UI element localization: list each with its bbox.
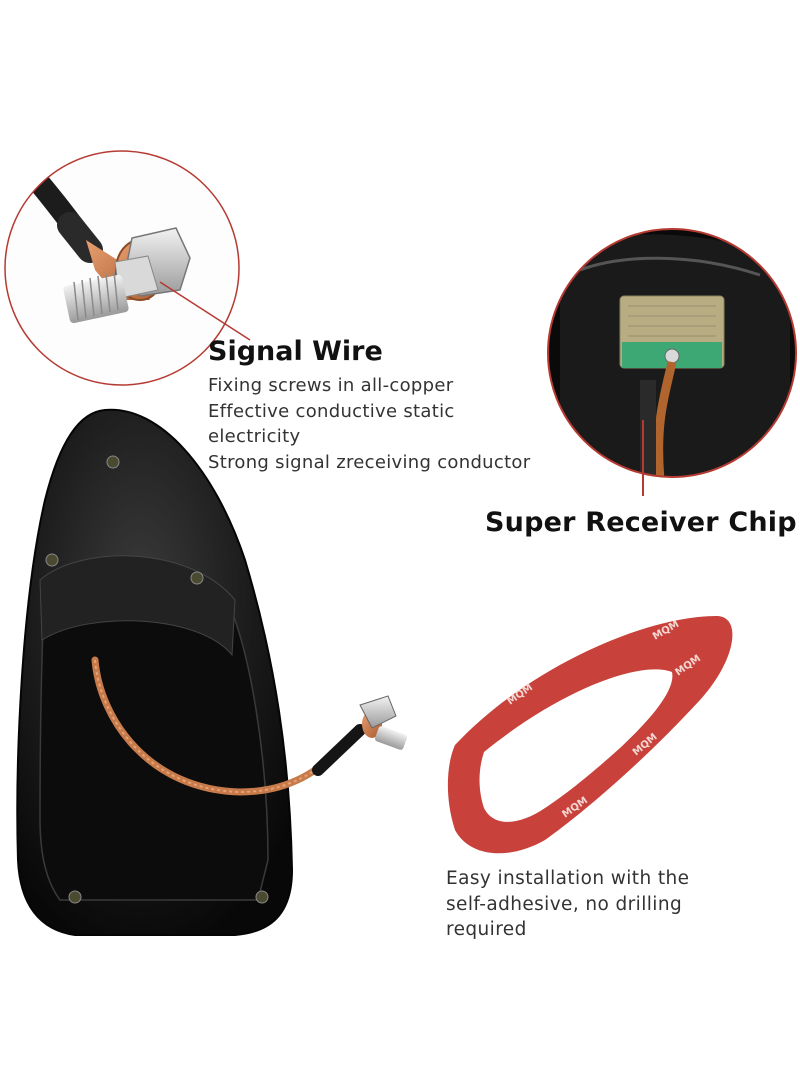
signal-wire-line: Strong signal zreceiving conductor [208, 451, 531, 473]
signal-wire-description: Fixing screws in all-copper Effective co… [208, 373, 530, 475]
adhesive-pad: MQM MQM MQM MQM MQM [447, 615, 733, 854]
install-line: required [446, 919, 527, 940]
signal-wire-cable [91, 656, 407, 796]
signal-wire-line: Effective conductive static [208, 400, 455, 422]
signal-wire-zoom-circle [4, 150, 251, 386]
signal-wire-line: Fixing screws in all-copper [208, 375, 454, 396]
signal-wire-line: electricity [208, 426, 301, 447]
shark-fin-antenna-base [16, 408, 294, 936]
signal-wire-title: Signal Wire [208, 336, 383, 367]
receiver-chip-title: Super Receiver Chip [485, 507, 797, 538]
install-line: self-adhesive, no drilling [446, 893, 683, 915]
install-line: Easy installation with the [446, 868, 690, 889]
receiver-chip-zoom-circle [547, 228, 797, 496]
installation-description: Easy installation with the self-adhesive… [446, 866, 689, 943]
